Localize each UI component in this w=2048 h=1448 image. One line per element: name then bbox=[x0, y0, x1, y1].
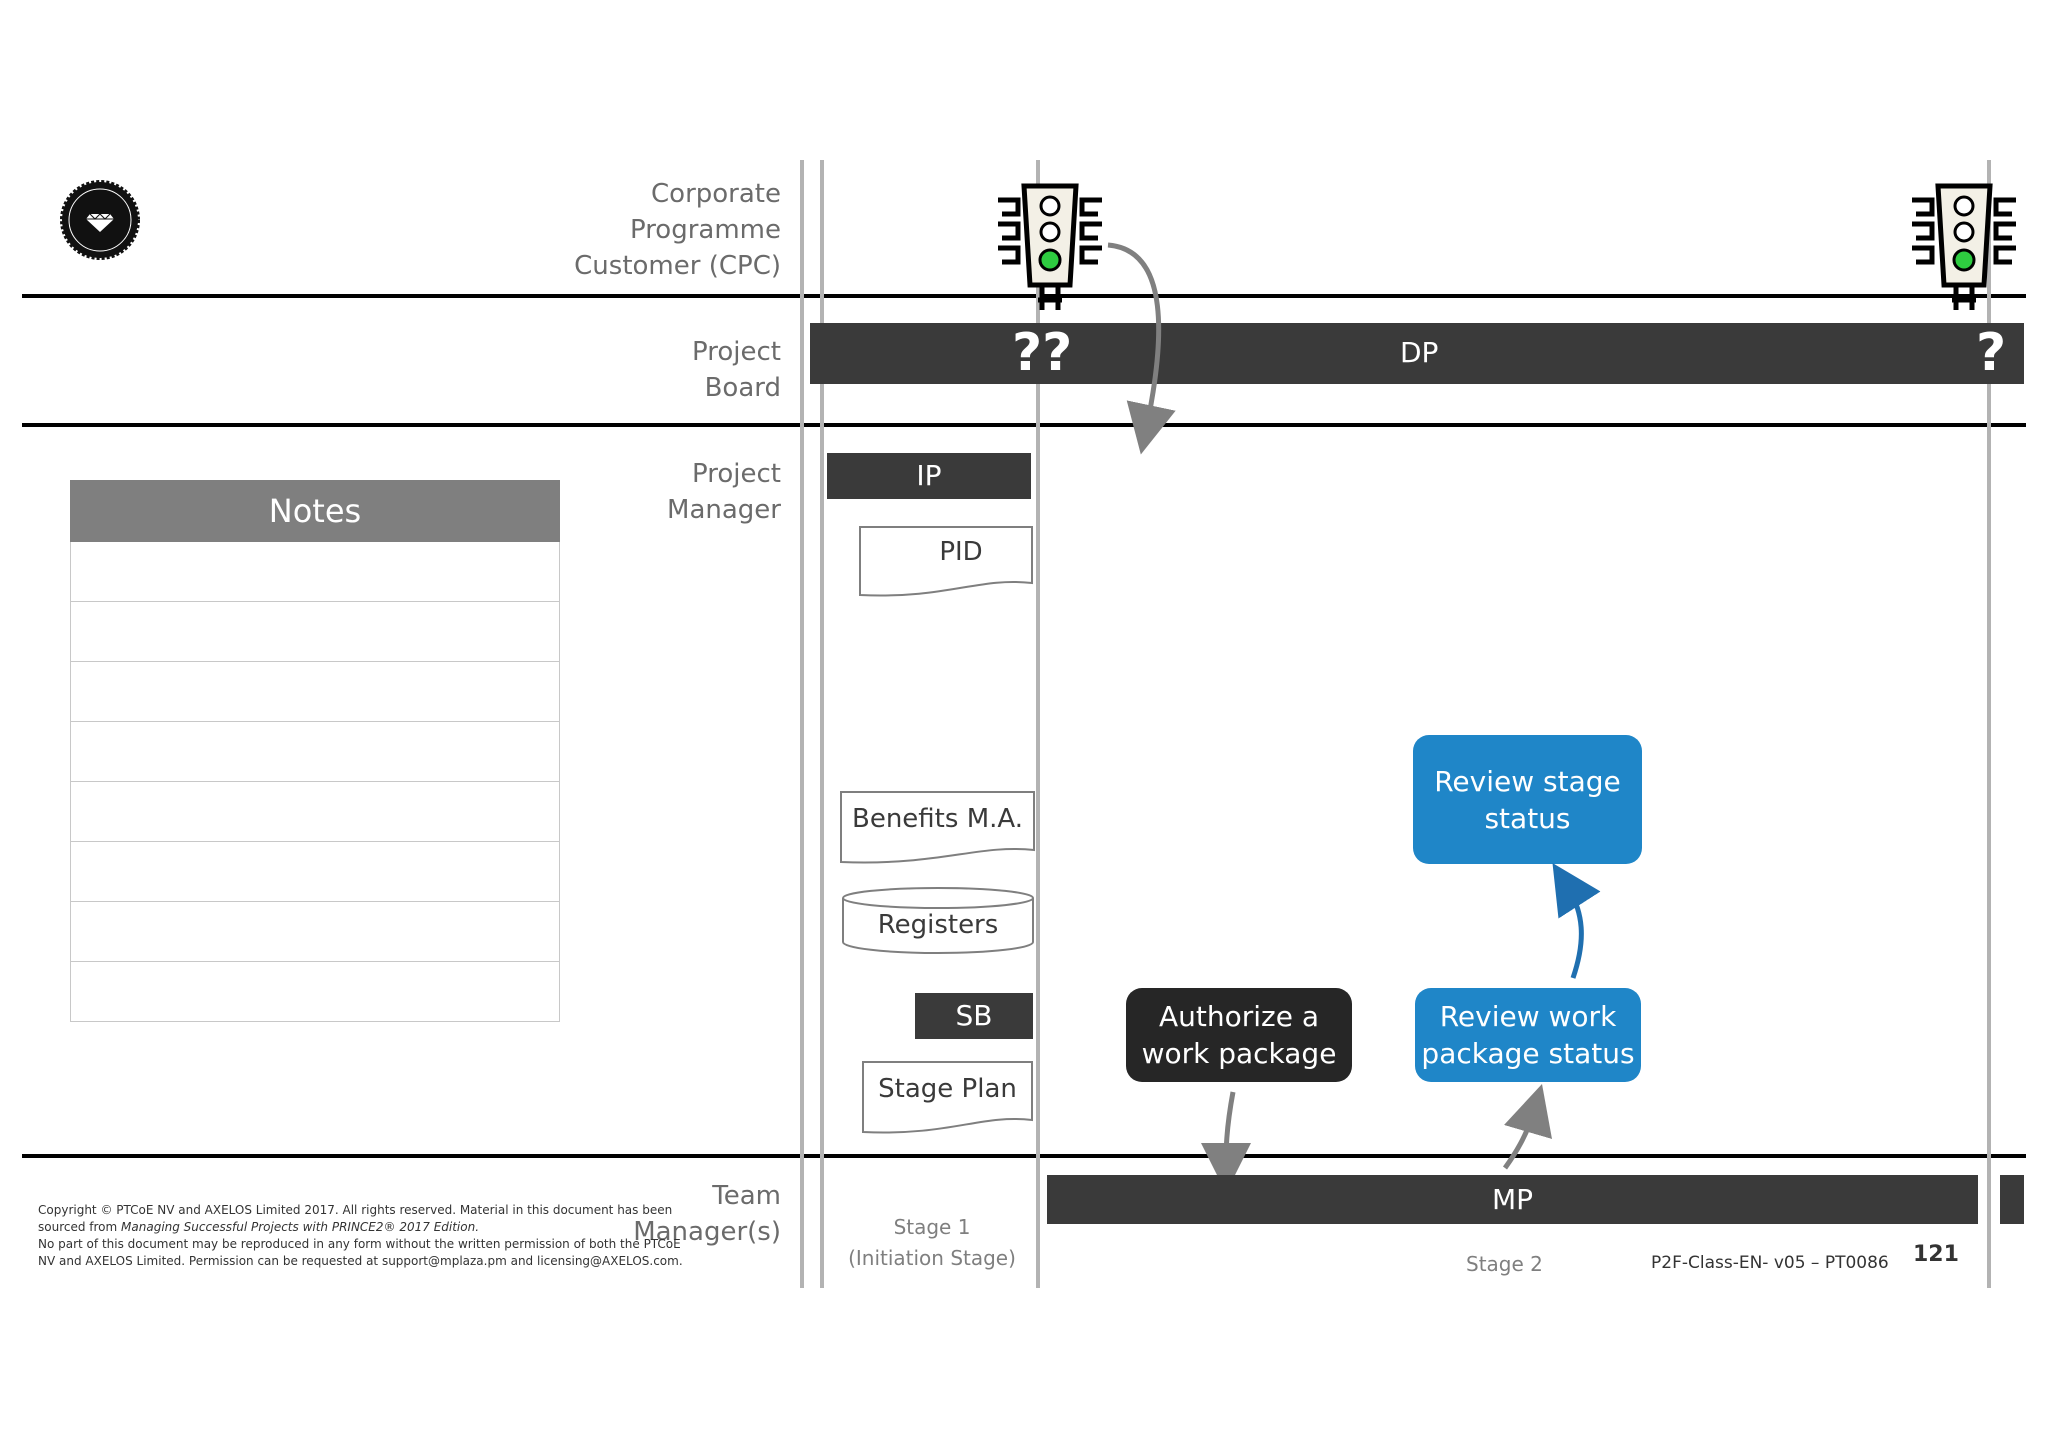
stage-plan-document: Stage Plan bbox=[861, 1060, 1034, 1136]
review-work-package-status-box: Review work package status bbox=[1415, 988, 1641, 1082]
lane-divider-corporate bbox=[22, 294, 2026, 298]
notes-row bbox=[70, 542, 560, 602]
mp-bar: MP bbox=[1047, 1175, 1978, 1224]
vertical-line-1 bbox=[800, 160, 804, 1288]
review-wp-to-stage-arrow bbox=[1552, 862, 1601, 979]
copyright-source-title: Managing Successful Projects with PRINCE… bbox=[121, 1220, 480, 1234]
stage-1-subtitle: (Initiation Stage) bbox=[848, 1246, 1016, 1270]
pid-label: PID bbox=[939, 537, 983, 567]
traffic-light-icon bbox=[1904, 180, 2024, 315]
dp-to-manager-arrow bbox=[1107, 242, 1176, 455]
copyright-line-1: Copyright © PTCoE NV and AXELOS Limited … bbox=[38, 1203, 673, 1217]
page-number: 121 bbox=[1913, 1242, 1959, 1267]
notes-row bbox=[70, 842, 560, 902]
stage-plan-label: Stage Plan bbox=[878, 1074, 1017, 1104]
notes-row bbox=[70, 722, 560, 782]
stage-2-label: Stage 2 bbox=[1466, 1252, 1543, 1276]
team-to-review-wp-arrow bbox=[1502, 1084, 1552, 1170]
authorize-work-package-box: Authorize a work package bbox=[1126, 988, 1352, 1082]
notes-row bbox=[70, 782, 560, 842]
lane-label-board: Project Board bbox=[692, 337, 781, 403]
authorize-to-team-arrow bbox=[1201, 1091, 1252, 1193]
copyright-notice: Copyright © PTCoE NV and AXELOS Limited … bbox=[38, 1202, 698, 1270]
document-code: P2F-Class-EN- v05 – PT0086 bbox=[1651, 1253, 1889, 1273]
dp-bar bbox=[810, 323, 2024, 384]
notes-row bbox=[70, 902, 560, 962]
stage-boundary-1 bbox=[1036, 160, 1040, 1288]
pid-document: PID bbox=[858, 525, 1034, 599]
ip-bar: IP bbox=[827, 453, 1031, 499]
review-work-package-status-label: Review work package status bbox=[1421, 1000, 1635, 1070]
dp-label: DP bbox=[1400, 336, 1439, 369]
copyright-line-3: No part of this document may be reproduc… bbox=[38, 1237, 681, 1251]
dp-right-marker: ? bbox=[1976, 323, 2007, 383]
lane-label-team: Team Manager(s) bbox=[633, 1181, 781, 1247]
mp-bar-continuation bbox=[2000, 1175, 2024, 1224]
copyright-line-4: NV and AXELOS Limited. Permission can be… bbox=[38, 1254, 683, 1268]
vertical-line-2 bbox=[820, 160, 824, 1288]
notes-row bbox=[70, 962, 560, 1022]
sb-bar: SB bbox=[915, 993, 1033, 1039]
dp-left-marker: ?? bbox=[1012, 323, 1073, 383]
lane-divider-manager bbox=[22, 1154, 2026, 1158]
traffic-light-icon bbox=[990, 180, 1110, 315]
copyright-line-2: sourced from Managing Successful Project… bbox=[38, 1219, 698, 1236]
copyright-source-prefix: sourced from bbox=[38, 1220, 122, 1234]
stage-1-title: Stage 1 bbox=[893, 1215, 971, 1239]
stage-1-label: Stage 1 (Initiation Stage) bbox=[840, 1212, 1024, 1274]
review-stage-status-label: Review stage status bbox=[1434, 764, 1621, 835]
ptcoe-logo bbox=[60, 180, 140, 260]
lane-label-corporate: Corporate Programme Customer (CPC) bbox=[574, 179, 781, 281]
registers-label: Registers bbox=[877, 910, 999, 940]
benefits-label: Benefits M.A. bbox=[852, 804, 1023, 834]
authorize-work-package-label: Authorize a work package bbox=[1141, 1000, 1337, 1070]
lane-label-manager: Project Manager bbox=[667, 459, 781, 525]
notes-header: Notes bbox=[70, 480, 560, 542]
registers-database: Registers bbox=[841, 886, 1035, 956]
lane-divider-board bbox=[22, 423, 2026, 427]
stage-boundary-2 bbox=[1987, 160, 1991, 1288]
review-stage-status-box: Review stage status bbox=[1413, 735, 1642, 864]
notes-row bbox=[70, 602, 560, 662]
benefits-document: Benefits M.A. bbox=[839, 790, 1036, 866]
notes-row bbox=[70, 662, 560, 722]
